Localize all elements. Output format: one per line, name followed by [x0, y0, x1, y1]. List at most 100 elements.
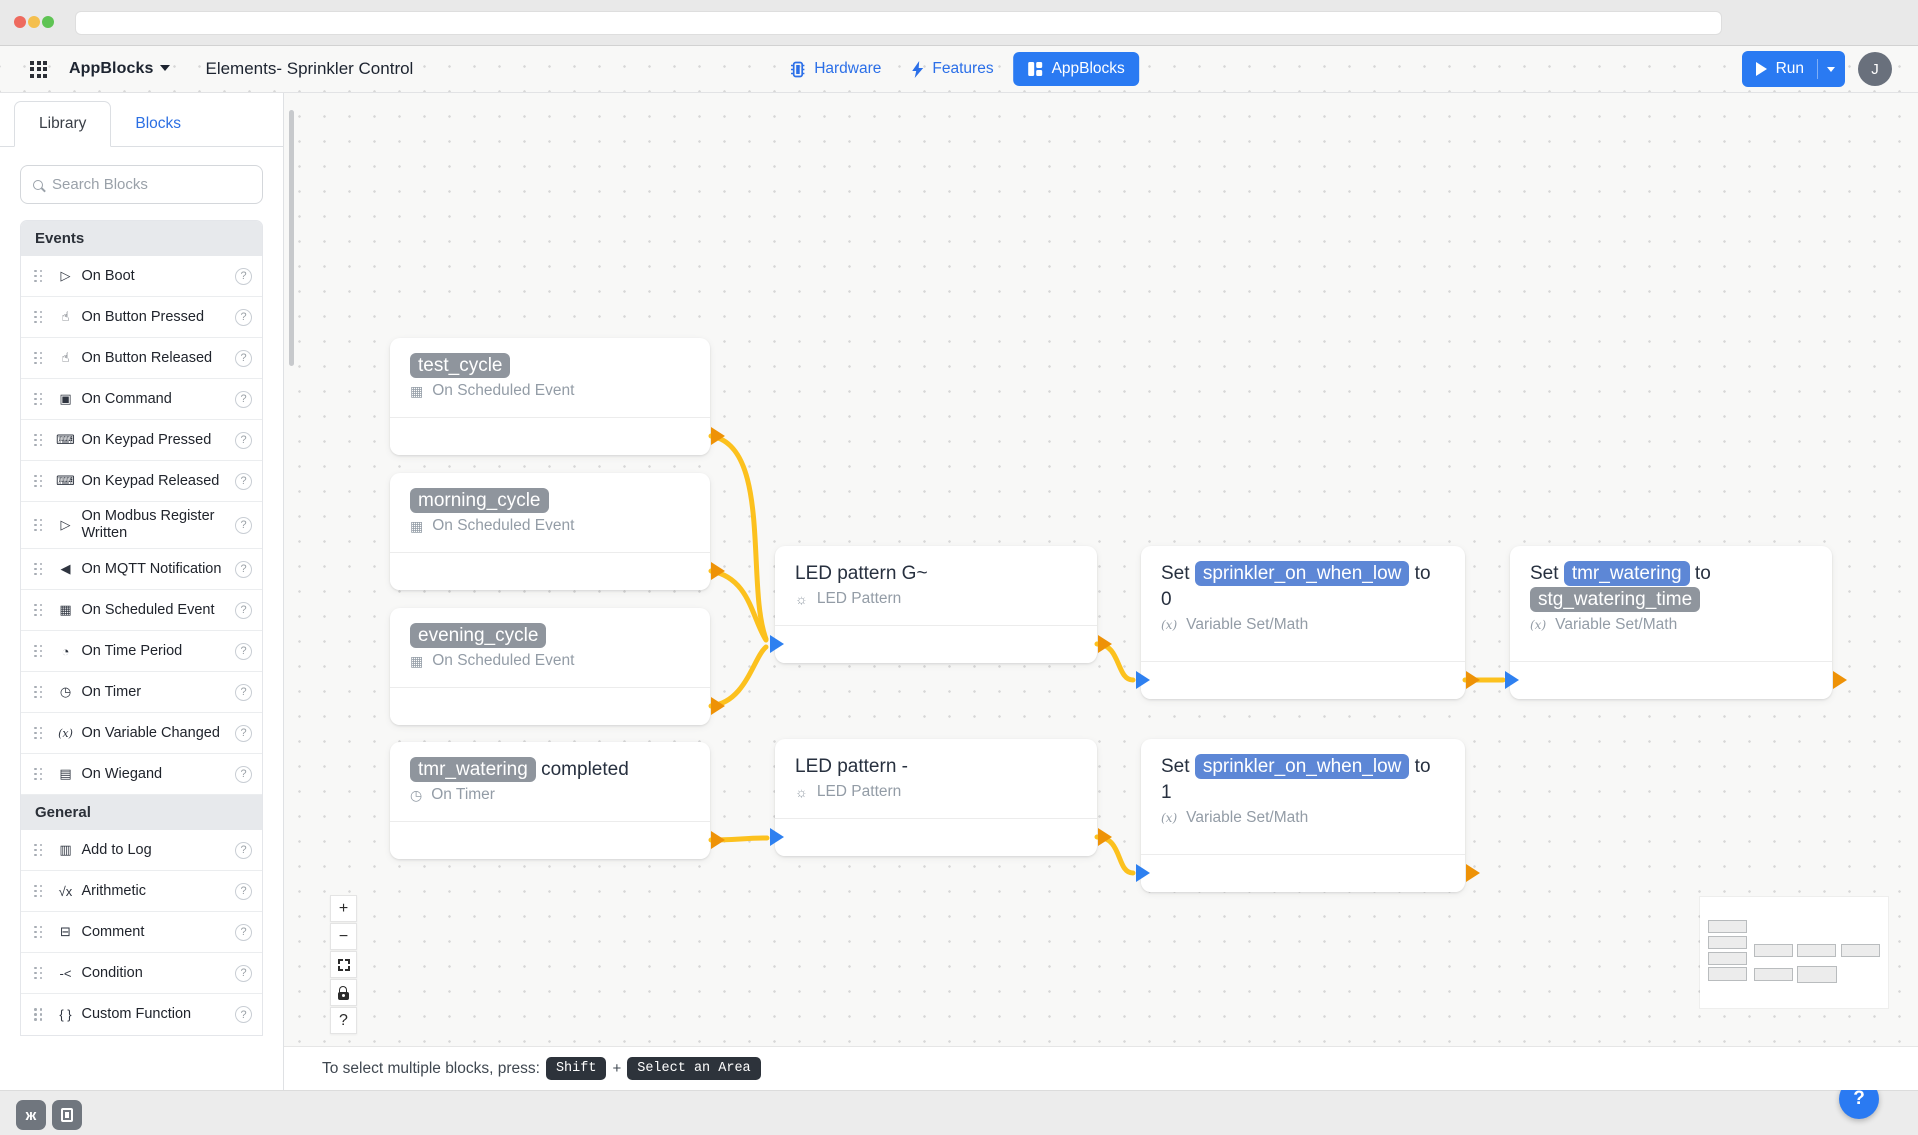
output-port-led-pattern-dash[interactable]	[1098, 828, 1112, 846]
help-icon[interactable]: ?	[235, 432, 252, 449]
search-input[interactable]	[52, 176, 250, 193]
help-icon[interactable]: ?	[235, 725, 252, 742]
help-icon[interactable]: ?	[235, 1006, 252, 1023]
drag-handle-icon[interactable]	[34, 727, 43, 740]
drag-handle-icon[interactable]	[34, 645, 43, 658]
sidebar-item-on-scheduled-event[interactable]: ▦On Scheduled Event?	[21, 590, 262, 631]
help-icon[interactable]: ?	[235, 684, 252, 701]
sidebar-scrollbar[interactable]	[289, 110, 294, 366]
wire-tmr-watering-completed-to-led-pattern-dash[interactable]	[711, 838, 767, 840]
sidebar-item-comment[interactable]: ⊟Comment?	[21, 912, 262, 953]
help-icon[interactable]: ?	[235, 842, 252, 859]
minimap[interactable]	[1700, 897, 1888, 1008]
sidebar-item-on-timer[interactable]: ◷On Timer?	[21, 672, 262, 713]
help-icon[interactable]: ?	[235, 391, 252, 408]
wire-led-pattern-g-to-set-sprinkler-on-when-low-0[interactable]	[1097, 644, 1133, 680]
block-set-sprinkler-on-when-low-0[interactable]: Set sprinkler_on_when_low to 0(x)Variabl…	[1141, 546, 1465, 699]
drag-handle-icon[interactable]	[34, 519, 43, 532]
tab-hardware[interactable]: Hardware	[779, 52, 891, 86]
help-icon[interactable]: ?	[235, 924, 252, 941]
block-morning-cycle[interactable]: morning_cycle▦On Scheduled Event	[390, 473, 710, 590]
output-port-led-pattern-g[interactable]	[1098, 635, 1112, 653]
sidebar-item-add-to-log[interactable]: ▥Add to Log?	[21, 830, 262, 871]
drag-handle-icon[interactable]	[34, 352, 43, 365]
drag-handle-icon[interactable]	[34, 311, 43, 324]
drag-handle-icon[interactable]	[34, 885, 43, 898]
block-set-tmr-watering[interactable]: Set tmr_watering to stg_watering_time(x)…	[1510, 546, 1832, 699]
run-button[interactable]: Run	[1742, 51, 1845, 87]
wire-test-cycle-to-led-pattern-g[interactable]	[711, 436, 766, 639]
zoom-out-button[interactable]: −	[330, 923, 357, 950]
output-port-evening-cycle[interactable]	[711, 697, 725, 715]
sidebar-item-on-command[interactable]: ▣On Command?	[21, 379, 262, 420]
address-bar[interactable]	[75, 11, 1722, 35]
help-icon[interactable]: ?	[235, 561, 252, 578]
sidebar-item-condition[interactable]: -<Condition?	[21, 953, 262, 994]
output-port-morning-cycle[interactable]	[711, 562, 725, 580]
run-dropdown-icon[interactable]	[1827, 67, 1835, 72]
avatar[interactable]: J	[1858, 52, 1892, 86]
sidebar-item-arithmetic[interactable]: √xArithmetic?	[21, 871, 262, 912]
sidebar-item-on-button-released[interactable]: ☝On Button Released?	[21, 338, 262, 379]
drag-handle-icon[interactable]	[34, 768, 43, 781]
wire-evening-cycle-to-led-pattern-g[interactable]	[711, 647, 766, 706]
drag-handle-icon[interactable]	[34, 475, 43, 488]
block-led-pattern-g[interactable]: LED pattern G~☼LED Pattern	[775, 546, 1097, 663]
help-icon[interactable]: ?	[235, 965, 252, 982]
drag-handle-icon[interactable]	[34, 967, 43, 980]
drag-handle-icon[interactable]	[34, 1008, 43, 1021]
drag-handle-icon[interactable]	[34, 393, 43, 406]
sidebar-item-custom-function[interactable]: { }Custom Function?	[21, 994, 262, 1035]
block-tmr-watering-completed[interactable]: tmr_watering completed◷On Timer	[390, 742, 710, 859]
lock-button[interactable]	[330, 979, 357, 1006]
sidebar-item-on-wiegand[interactable]: ▤On Wiegand?	[21, 754, 262, 795]
maximize-window-button[interactable]	[42, 16, 54, 28]
fit-view-button[interactable]	[330, 951, 357, 978]
block-set-sprinkler-on-when-low-1[interactable]: Set sprinkler_on_when_low to 1(x)Variabl…	[1141, 739, 1465, 892]
sidebar-item-on-boot[interactable]: ▷On Boot?	[21, 256, 262, 297]
output-port-tmr-watering-completed[interactable]	[711, 831, 725, 849]
help-icon[interactable]: ?	[235, 766, 252, 783]
wire-led-pattern-dash-to-set-sprinkler-on-when-low-1[interactable]	[1097, 837, 1133, 873]
minimize-window-button[interactable]	[28, 16, 40, 28]
tab-library[interactable]: Library	[14, 101, 111, 147]
device-button[interactable]	[52, 1100, 82, 1130]
canvas-help-button[interactable]: ?	[330, 1007, 357, 1034]
close-window-button[interactable]	[14, 16, 26, 28]
help-icon[interactable]: ?	[235, 473, 252, 490]
output-port-set-tmr-watering[interactable]	[1833, 671, 1847, 689]
sidebar-item-on-keypad-pressed[interactable]: ⌨On Keypad Pressed?	[21, 420, 262, 461]
output-port-test-cycle[interactable]	[711, 427, 725, 445]
app-launcher-icon[interactable]	[30, 61, 47, 78]
drag-handle-icon[interactable]	[34, 926, 43, 939]
output-port-set-sprinkler-on-when-low-1[interactable]	[1466, 864, 1480, 882]
drag-handle-icon[interactable]	[34, 270, 43, 283]
help-icon[interactable]: ?	[235, 350, 252, 367]
drag-handle-icon[interactable]	[34, 434, 43, 447]
sidebar-item-on-button-pressed[interactable]: ☝On Button Pressed?	[21, 297, 262, 338]
help-icon[interactable]: ?	[235, 883, 252, 900]
block-led-pattern-dash[interactable]: LED pattern -☼LED Pattern	[775, 739, 1097, 856]
tab-appblocks[interactable]: AppBlocks	[1014, 52, 1139, 86]
zoom-in-button[interactable]: +	[330, 895, 357, 922]
drag-handle-icon[interactable]	[34, 844, 43, 857]
wire-morning-cycle-to-led-pattern-g[interactable]	[711, 571, 766, 640]
block-test-cycle[interactable]: test_cycle▦On Scheduled Event	[390, 338, 710, 455]
drag-handle-icon[interactable]	[34, 604, 43, 617]
sidebar-item-on-time-period[interactable]: ◔On Time Period?	[21, 631, 262, 672]
drag-handle-icon[interactable]	[34, 563, 43, 576]
help-icon[interactable]: ?	[235, 517, 252, 534]
debug-button[interactable]: ж	[16, 1100, 46, 1130]
drag-handle-icon[interactable]	[34, 686, 43, 699]
help-icon[interactable]: ?	[235, 602, 252, 619]
help-icon[interactable]: ?	[235, 309, 252, 326]
help-icon[interactable]: ?	[235, 268, 252, 285]
tab-features[interactable]: Features	[901, 52, 1003, 86]
app-menu-button[interactable]: AppBlocks	[69, 60, 170, 78]
block-evening-cycle[interactable]: evening_cycle▦On Scheduled Event	[390, 608, 710, 725]
help-icon[interactable]: ?	[235, 643, 252, 660]
sidebar-item-on-keypad-released[interactable]: ⌨On Keypad Released?	[21, 461, 262, 502]
output-port-set-sprinkler-on-when-low-0[interactable]	[1466, 671, 1480, 689]
sidebar-item-on-mqtt-notification[interactable]: ◀On MQTT Notification?	[21, 549, 262, 590]
sidebar-item-on-variable-changed[interactable]: (x)On Variable Changed?	[21, 713, 262, 754]
